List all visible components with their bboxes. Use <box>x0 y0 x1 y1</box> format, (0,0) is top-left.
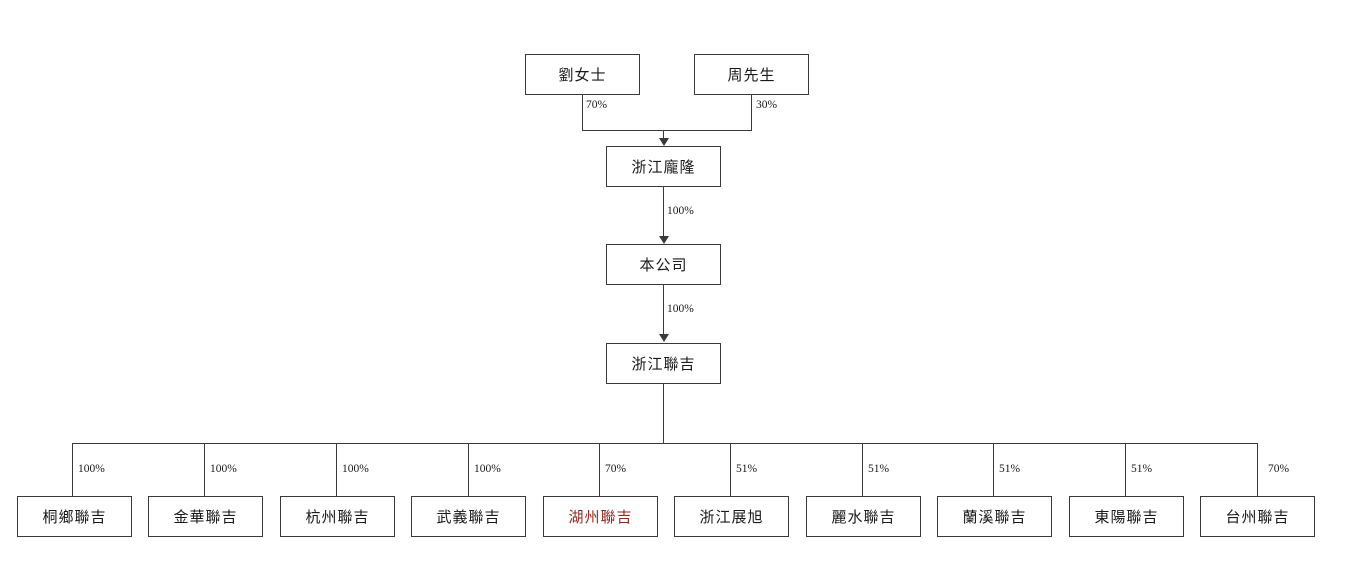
connector-subsidiary-bus <box>72 443 1258 444</box>
node-sub4: 武義聯吉 <box>411 496 526 537</box>
connector-top-horizontal <box>582 130 752 131</box>
pct-liu-to-panglong: 70% <box>586 99 608 111</box>
pct-sub7: 51% <box>868 463 890 475</box>
pct-sub8: 51% <box>999 463 1021 475</box>
pct-sub2: 100% <box>210 463 237 475</box>
node-panglong-label: 浙江龐隆 <box>631 160 696 176</box>
node-sub5-label: 湖州聯吉 <box>568 510 633 526</box>
connector-drop-sub10 <box>1257 443 1258 496</box>
pct-sub5: 70% <box>605 463 627 475</box>
connector-to-panglong <box>663 130 664 140</box>
arrow-to-panglong <box>659 138 669 146</box>
node-sub1: 桐鄉聯吉 <box>17 496 132 537</box>
node-sub7-label: 麗水聯吉 <box>831 510 896 526</box>
node-sub5: 湖州聯吉 <box>543 496 658 537</box>
node-sub3: 杭州聯吉 <box>280 496 395 537</box>
node-lianji-label: 浙江聯吉 <box>631 357 696 373</box>
pct-sub10: 70% <box>1268 463 1290 475</box>
pct-company-to-lianji: 100% <box>667 303 694 315</box>
connector-zhou-down <box>751 95 752 130</box>
arrow-to-company <box>659 236 669 244</box>
connector-drop-sub5 <box>599 443 600 496</box>
connector-drop-sub3 <box>336 443 337 496</box>
connector-lianji-down <box>663 384 664 443</box>
pct-sub3: 100% <box>342 463 369 475</box>
node-liu: 劉女士 <box>525 54 640 95</box>
pct-zhou-to-panglong: 30% <box>756 99 778 111</box>
node-sub9: 東陽聯吉 <box>1069 496 1184 537</box>
node-sub1-label: 桐鄉聯吉 <box>42 510 107 526</box>
connector-company-lianji <box>663 285 664 334</box>
pct-sub6: 51% <box>736 463 758 475</box>
arrow-to-lianji <box>659 334 669 342</box>
pct-sub4: 100% <box>474 463 501 475</box>
pct-sub9: 51% <box>1131 463 1153 475</box>
node-sub10: 台州聯吉 <box>1200 496 1315 537</box>
node-sub8: 蘭溪聯吉 <box>937 496 1052 537</box>
connector-liu-down <box>582 95 583 130</box>
node-company-label: 本公司 <box>639 258 688 274</box>
node-sub6-label: 浙江展旭 <box>699 510 764 526</box>
node-zhou-label: 周先生 <box>727 68 776 84</box>
node-sub3-label: 杭州聯吉 <box>305 510 370 526</box>
node-liu-label: 劉女士 <box>558 68 607 84</box>
node-sub6: 浙江展旭 <box>674 496 789 537</box>
node-sub7: 麗水聯吉 <box>806 496 921 537</box>
node-lianji: 浙江聯吉 <box>606 343 721 384</box>
node-company: 本公司 <box>606 244 721 285</box>
connector-drop-sub9 <box>1125 443 1126 496</box>
pct-sub1: 100% <box>78 463 105 475</box>
pct-panglong-to-company: 100% <box>667 205 694 217</box>
connector-drop-sub6 <box>730 443 731 496</box>
node-sub8-label: 蘭溪聯吉 <box>962 510 1027 526</box>
node-sub9-label: 東陽聯吉 <box>1094 510 1159 526</box>
connector-drop-sub4 <box>468 443 469 496</box>
node-sub2-label: 金華聯吉 <box>173 510 238 526</box>
connector-drop-sub2 <box>204 443 205 496</box>
node-sub10-label: 台州聯吉 <box>1225 510 1290 526</box>
node-zhou: 周先生 <box>694 54 809 95</box>
node-sub2: 金華聯吉 <box>148 496 263 537</box>
node-panglong: 浙江龐隆 <box>606 146 721 187</box>
connector-drop-sub1 <box>72 443 73 496</box>
connector-panglong-company <box>663 187 664 236</box>
connector-drop-sub8 <box>993 443 994 496</box>
connector-drop-sub7 <box>862 443 863 496</box>
node-sub4-label: 武義聯吉 <box>436 510 501 526</box>
